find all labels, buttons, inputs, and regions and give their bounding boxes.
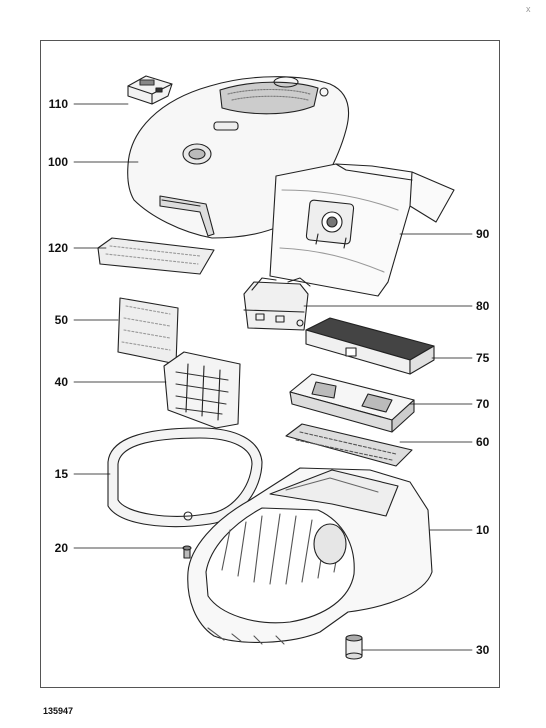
leader-lines — [73, 103, 473, 651]
label-100: 100 — [47, 155, 68, 169]
label-30: 30 — [476, 643, 490, 657]
part-10-housing — [187, 467, 433, 645]
part-50-motor-filter — [117, 297, 179, 365]
diagram-frame — [40, 40, 500, 688]
label-75: 75 — [476, 351, 490, 365]
drawing-number: 135947 — [43, 706, 74, 716]
part-60-flat-filter — [285, 423, 413, 467]
label-60: 60 — [476, 435, 490, 449]
part-90-dust-bag — [269, 163, 455, 297]
part-75-hepa-filter — [305, 317, 435, 375]
part-70-filter-frame — [289, 373, 415, 433]
label-15: 15 — [54, 467, 68, 481]
label-120: 120 — [47, 241, 68, 255]
label-80: 80 — [476, 299, 490, 313]
part-30-wheel — [345, 634, 363, 660]
label-40: 40 — [54, 375, 68, 389]
part-100-top-cover — [127, 76, 350, 239]
part-80-bag-holder — [243, 277, 311, 331]
part-15-seal — [107, 427, 263, 528]
part-40-grille — [163, 351, 241, 429]
label-50: 50 — [54, 313, 68, 327]
part-110-handle — [127, 75, 173, 105]
part-120-foam-filter — [97, 237, 215, 275]
label-70: 70 — [476, 397, 490, 411]
label-10: 10 — [476, 523, 490, 537]
label-20: 20 — [54, 541, 68, 555]
label-90: 90 — [476, 227, 490, 241]
corner-mark: x — [526, 4, 531, 14]
label-110: 110 — [48, 97, 68, 111]
part-20-pin — [182, 545, 192, 559]
